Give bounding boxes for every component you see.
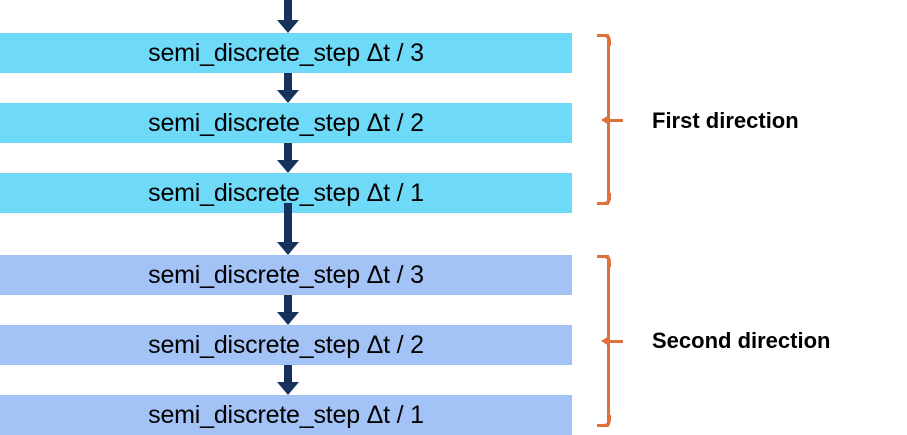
flow-arrow-first-3-to-2: [276, 73, 300, 103]
flow-arrow-first-to-second: [276, 203, 300, 255]
arrow-head: [277, 312, 299, 325]
arrow-shaft: [284, 0, 292, 20]
bracket-tip-bottom: [597, 424, 609, 427]
bracket-mid-nub: [601, 114, 609, 125]
arrow-shaft: [284, 365, 292, 382]
step-label: semi_discrete_step Δt / 1: [148, 178, 424, 207]
step-bar-first-2[interactable]: semi_discrete_step Δt / 2: [0, 103, 572, 143]
flow-arrow-first-2-to-1: [276, 143, 300, 173]
bracket-mid-stem: [609, 340, 623, 343]
flow-arrow-second-2-to-1: [276, 365, 300, 395]
step-label: semi_discrete_step Δt / 3: [148, 260, 424, 289]
bracket-second-direction: [597, 253, 623, 429]
arrow-head: [277, 382, 299, 395]
arrow-head: [277, 160, 299, 173]
arrow-shaft: [284, 143, 292, 160]
step-label: semi_discrete_step Δt / 3: [148, 38, 424, 67]
arrow-shaft: [284, 295, 292, 312]
bracket-mid-stem: [609, 118, 623, 122]
step-label: semi_discrete_step Δt / 1: [148, 400, 424, 429]
step-label: semi_discrete_step Δt / 2: [148, 108, 424, 137]
bracket-tip-bottom: [597, 202, 609, 205]
step-label: semi_discrete_step Δt / 2: [148, 330, 424, 359]
bracket-first-direction: [597, 32, 623, 207]
step-bar-second-3[interactable]: semi_discrete_step Δt / 3: [0, 255, 572, 295]
group-label-first-direction: First direction: [652, 108, 799, 133]
bracket-tip-top: [597, 34, 609, 37]
arrow-shaft: [284, 73, 292, 90]
flow-arrow-entry: [276, 0, 300, 33]
group-label-second-direction: Second direction: [652, 328, 831, 353]
step-bar-first-3[interactable]: semi_discrete_step Δt / 3: [0, 33, 572, 73]
step-bar-second-2[interactable]: semi_discrete_step Δt / 2: [0, 325, 572, 365]
step-bar-second-1[interactable]: semi_discrete_step Δt / 1: [0, 395, 572, 435]
arrow-head: [277, 20, 299, 33]
bracket-tip-top: [597, 255, 609, 258]
flow-arrow-second-3-to-2: [276, 295, 300, 325]
arrow-head: [277, 90, 299, 103]
arrow-shaft: [284, 203, 292, 242]
arrow-head: [277, 242, 299, 255]
bracket-mid-nub: [601, 336, 609, 346]
